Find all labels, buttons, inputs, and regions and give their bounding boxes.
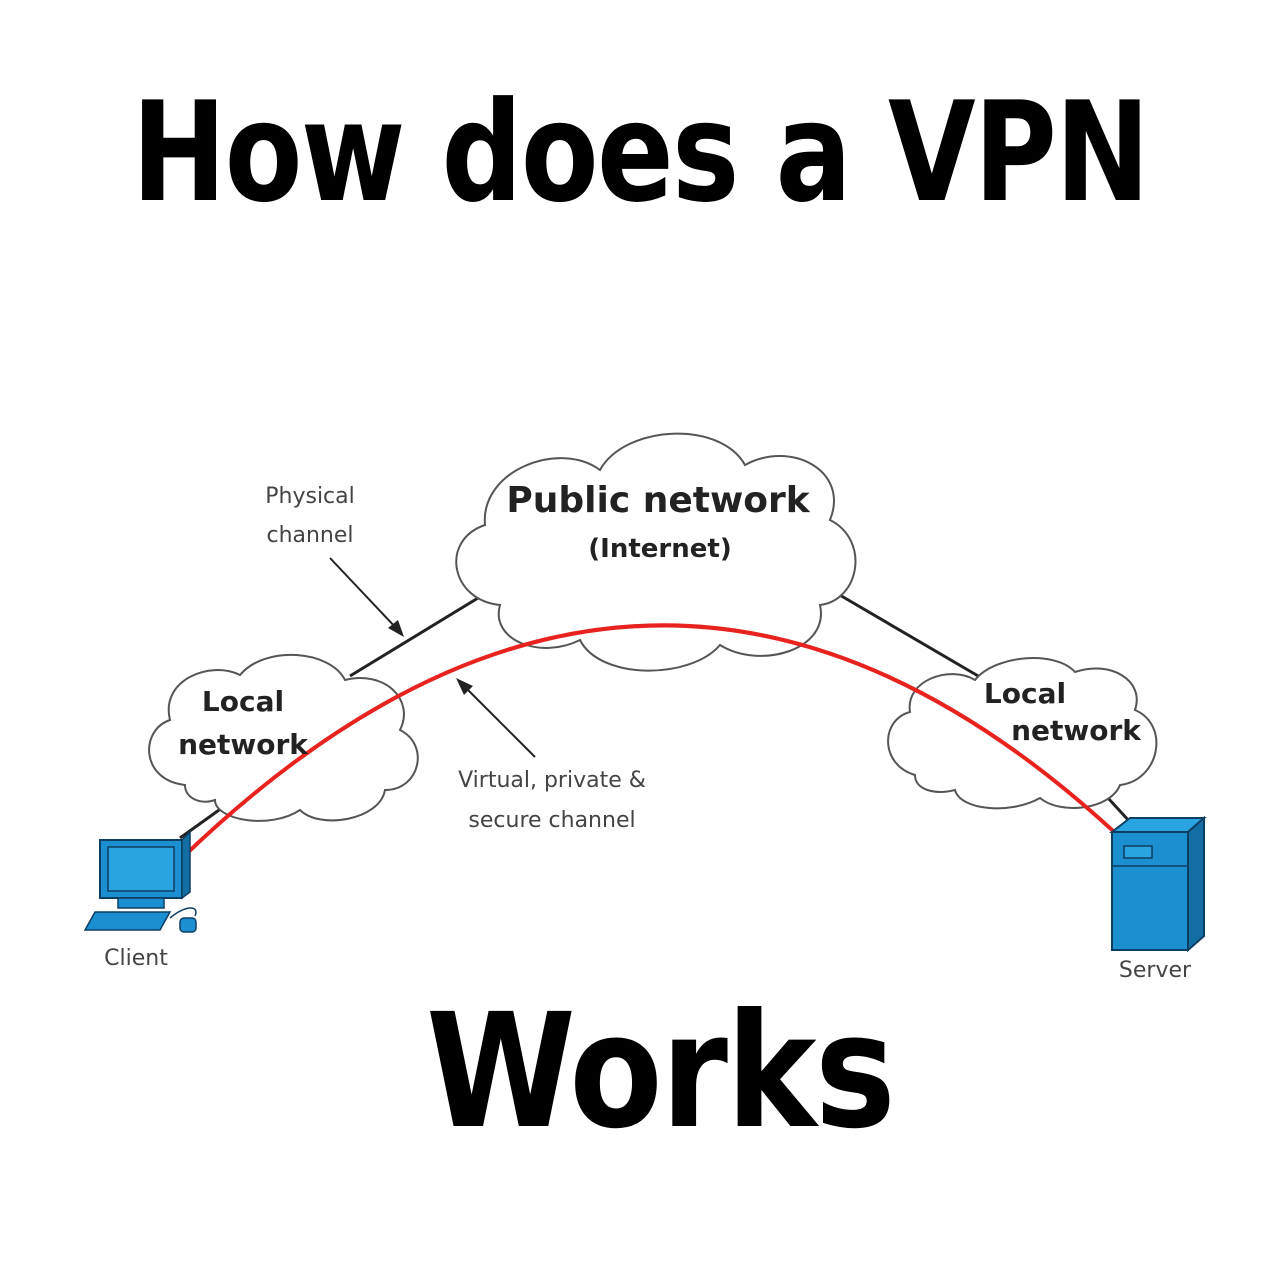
public-network-label: Public network [506,480,810,521]
local-network-left-line1: Local [202,685,284,718]
vpn-tunnel-line [178,623,1127,862]
physical-channel-label-line1: Physical [265,484,355,509]
title-line-2: Works [425,980,896,1164]
internet-sublabel: (Internet) [588,534,731,564]
local-network-cloud-left [148,654,419,822]
physical-channel-label-line2: channel [266,523,353,548]
virtual-channel-label-line2: secure channel [468,808,635,833]
public-network-cloud [455,432,857,672]
client-label: Client [104,946,168,971]
server-icon [1109,815,1207,953]
title-line-1: How does a VPN [131,72,1150,233]
physical-channel-arrow [329,557,404,637]
local-network-left-line2: network [178,728,309,761]
physical-line-right [837,592,986,682]
local-network-right-line2: network [1011,714,1142,747]
physical-line-server [1106,796,1132,824]
virtual-channel-label-line1: Virtual, private & [458,768,646,793]
physical-line-left [349,596,479,678]
virtual-channel-arrow [456,678,536,758]
server-label: Server [1119,958,1192,983]
computer-icon [83,830,197,933]
local-network-right-line1: Local [984,677,1066,710]
